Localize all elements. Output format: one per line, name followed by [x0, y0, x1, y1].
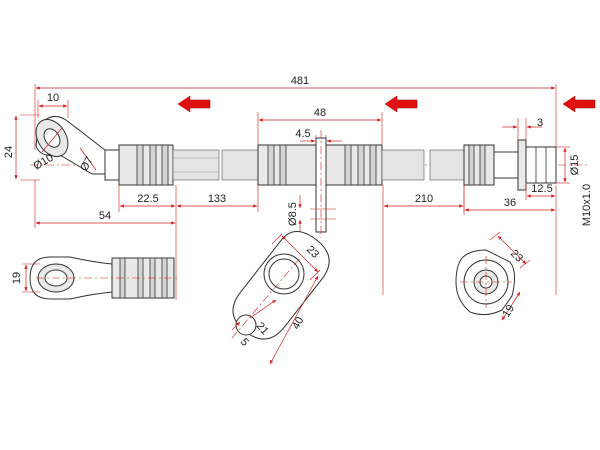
dim-banjo-height: 24	[3, 146, 15, 158]
dim-thread: M10x1.0	[581, 184, 593, 226]
dim-clip-width: 4.5	[295, 128, 310, 140]
dim-end-36: 36	[504, 197, 516, 209]
dim-first-clip: 48	[314, 107, 326, 119]
banjo-fitting: 24 10 Ø10 Ø7	[3, 92, 106, 181]
dim-hex-19: 19	[500, 303, 517, 320]
banjo-side-view: 19	[11, 256, 180, 300]
dim-end-3: 3	[537, 117, 543, 129]
end-fitting: 3 Ø15 12.5 36 M10x1.0	[463, 117, 593, 226]
dim-side-19: 19	[11, 272, 23, 284]
direction-arrow-right	[562, 95, 596, 113]
dim-banjo-offset: 10	[47, 92, 59, 104]
dim-bracket-5: 5	[238, 336, 251, 348]
hose-section-2	[381, 149, 465, 181]
dim-end-12: 12.5	[531, 183, 552, 195]
hose-section-1	[172, 149, 259, 181]
dim-section-210: 210	[415, 193, 433, 205]
end-hex-view: 23 19	[455, 231, 531, 321]
dim-total-length: 481	[34, 75, 557, 150]
section-dimensions: 22.5 133 210 54	[34, 180, 557, 300]
dim-end-diameter: Ø15	[569, 155, 581, 176]
direction-arrow-left	[177, 95, 211, 113]
direction-arrow-middle	[384, 95, 418, 113]
dim-fitting-22: 22.5	[137, 193, 158, 205]
dim-bracket-40: 40	[290, 315, 306, 331]
crimp-fitting-1	[104, 144, 174, 186]
middle-fitting: Ø8.5 48 4.5	[257, 107, 383, 238]
dim-section-133: 133	[208, 193, 226, 205]
dim-section-54: 54	[99, 210, 111, 222]
bracket-detail: 23 40 21 5	[231, 231, 330, 365]
dim-total-length-label: 481	[291, 75, 309, 87]
dim-clip-hole: Ø8.5	[287, 202, 299, 226]
